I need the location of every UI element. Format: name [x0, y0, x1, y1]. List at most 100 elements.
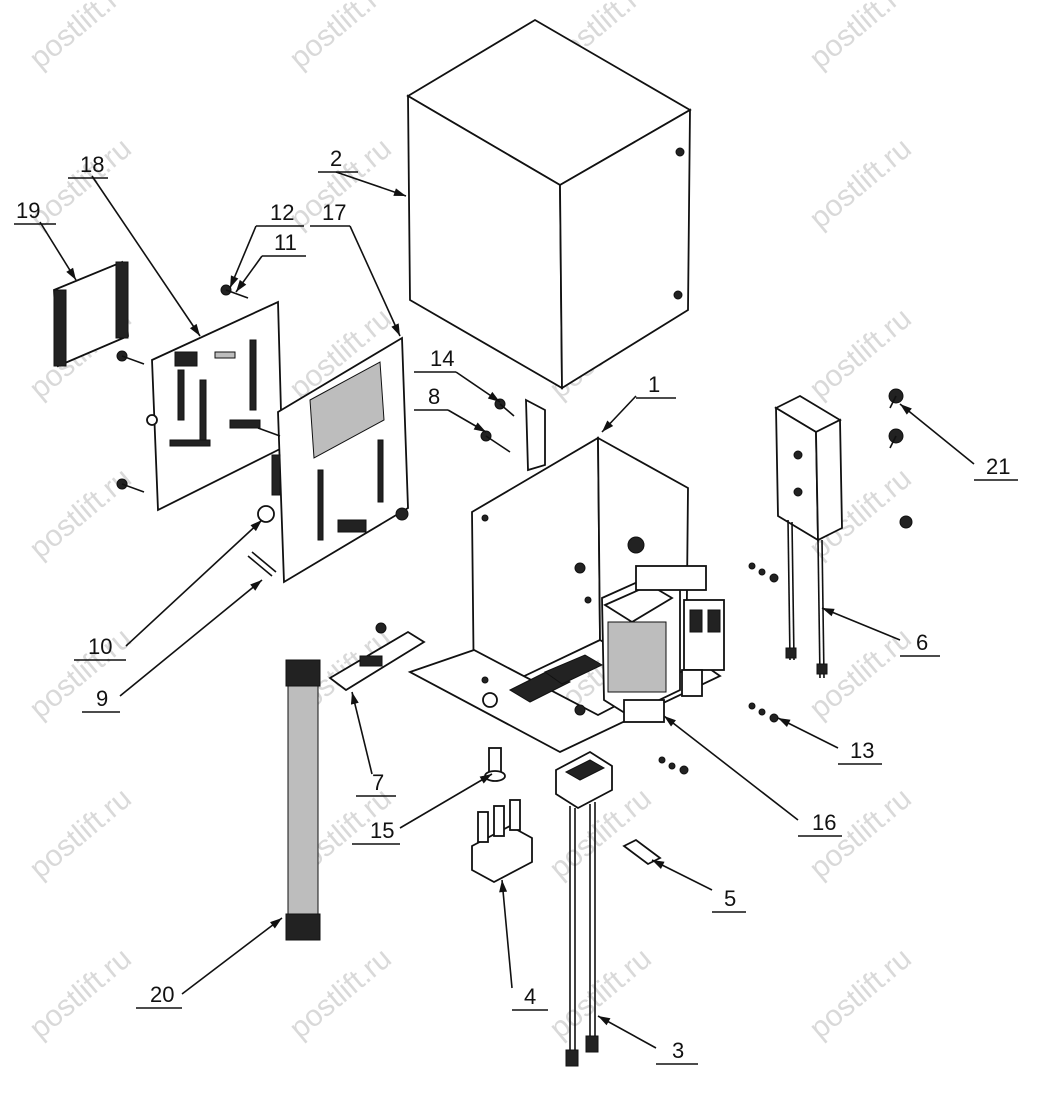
- watermark-text: postlift.ru: [23, 942, 137, 1046]
- callout-arrowhead: [391, 323, 400, 336]
- callout-number: 8: [428, 384, 440, 409]
- callout-number: 7: [372, 770, 384, 795]
- callout-leader-line: [899, 403, 975, 465]
- callout-arrowhead: [473, 422, 486, 432]
- watermark-text: postlift.ru: [23, 462, 137, 566]
- callout-17: 17: [310, 200, 401, 337]
- callout-number: 3: [672, 1038, 684, 1063]
- callout-arrowhead: [66, 267, 76, 280]
- callout-arrowhead: [602, 420, 614, 432]
- callout-leader-line: [349, 225, 401, 337]
- callout-14: 14: [414, 346, 501, 403]
- callout-20: 20: [136, 917, 283, 1009]
- callout-number: 6: [916, 630, 928, 655]
- callout-arrowhead: [778, 718, 791, 727]
- callout-leader-line: [119, 579, 263, 697]
- small-hardware: [116, 284, 913, 775]
- callout-16: 16: [663, 715, 842, 837]
- callout-15: 15: [352, 773, 493, 845]
- callout-18: 18: [68, 152, 201, 337]
- part-cover-box: [406, 18, 692, 390]
- callout-number: 11: [274, 230, 297, 255]
- callout-8: 8: [414, 384, 487, 433]
- callout-3: 3: [597, 1015, 698, 1065]
- callout-number: 15: [370, 818, 394, 843]
- callout-13: 13: [777, 717, 882, 765]
- callout-leader-line: [821, 607, 901, 641]
- callout-arrowhead: [236, 279, 247, 292]
- callout-leader-line: [351, 691, 373, 775]
- callout-4: 4: [499, 879, 548, 1011]
- callout-number: 14: [430, 346, 454, 371]
- callout-arrowhead: [270, 918, 282, 929]
- watermark-text: postlift.ru: [803, 302, 917, 406]
- callout-leader-line: [335, 171, 407, 197]
- callout-1: 1: [601, 372, 676, 433]
- callout-number: 1: [648, 372, 660, 397]
- watermark-text: postlift.ru: [23, 0, 137, 75]
- callout-number: 18: [80, 152, 104, 177]
- callout-leader-line: [181, 917, 283, 995]
- callout-arrowhead: [350, 692, 359, 705]
- watermark-text: postlift.ru: [23, 782, 137, 886]
- part-relay-block: [601, 565, 725, 723]
- callout-leader-line: [91, 175, 201, 337]
- callout-21: 21: [899, 403, 1018, 481]
- callout-number: 2: [330, 146, 342, 171]
- part-main-pcb: [146, 300, 283, 512]
- callout-11: 11: [235, 230, 306, 293]
- callout-number: 20: [150, 982, 174, 1007]
- callout-9: 9: [82, 579, 263, 713]
- watermark-text: postlift.ru: [283, 942, 397, 1046]
- watermark-text: postlift.ru: [283, 0, 397, 75]
- callout-6: 6: [821, 607, 940, 657]
- part-bracket-plate: [328, 622, 426, 692]
- callout-leader-line: [125, 519, 263, 647]
- callout-number: 9: [96, 686, 108, 711]
- callout-leader-line: [663, 715, 799, 821]
- callout-number: 19: [16, 198, 40, 223]
- callout-7: 7: [350, 691, 396, 797]
- callout-number: 13: [850, 738, 874, 763]
- callout-number: 12: [270, 200, 294, 225]
- callout-number: 21: [986, 454, 1010, 479]
- callout-arrowhead: [900, 404, 912, 415]
- callout-arrowhead: [189, 323, 200, 336]
- callout-number: 4: [524, 984, 536, 1009]
- callout-10: 10: [74, 519, 263, 661]
- callout-leader-line: [501, 879, 513, 989]
- callout-arrowhead: [652, 860, 665, 869]
- callout-5: 5: [651, 859, 746, 913]
- callout-arrowhead: [822, 608, 835, 617]
- part-fuse: [622, 838, 662, 866]
- callout-12: 12: [229, 200, 304, 289]
- callout-arrowhead: [664, 716, 676, 727]
- watermark-text: postlift.ru: [803, 132, 917, 236]
- callout-arrowhead: [598, 1016, 611, 1026]
- part-connector-board: [53, 260, 129, 368]
- callout-arrowhead: [230, 275, 239, 288]
- part-rocker-switch: [471, 799, 533, 884]
- callout-arrowhead: [250, 580, 262, 591]
- part-power-socket: [555, 750, 613, 1067]
- callout-number: 5: [724, 886, 736, 911]
- part-ribbon-cable: [285, 659, 321, 941]
- watermark-text: postlift.ru: [803, 0, 917, 75]
- callout-number: 17: [322, 200, 346, 225]
- callout-arrowhead: [479, 774, 492, 784]
- watermark-text: postlift.ru: [23, 622, 137, 726]
- callout-2: 2: [318, 146, 407, 197]
- callout-leader-line: [399, 773, 493, 829]
- callout-arrowhead: [487, 391, 500, 402]
- watermark-text: postlift.ru: [543, 942, 657, 1046]
- callout-number: 16: [812, 810, 836, 835]
- part-terminal-box: [774, 394, 843, 679]
- part-display-board: [257, 336, 409, 584]
- callout-number: 10: [88, 634, 112, 659]
- callout-arrowhead: [250, 520, 262, 532]
- watermark-text: postlift.ru: [803, 942, 917, 1046]
- callout-arrowhead: [393, 188, 406, 196]
